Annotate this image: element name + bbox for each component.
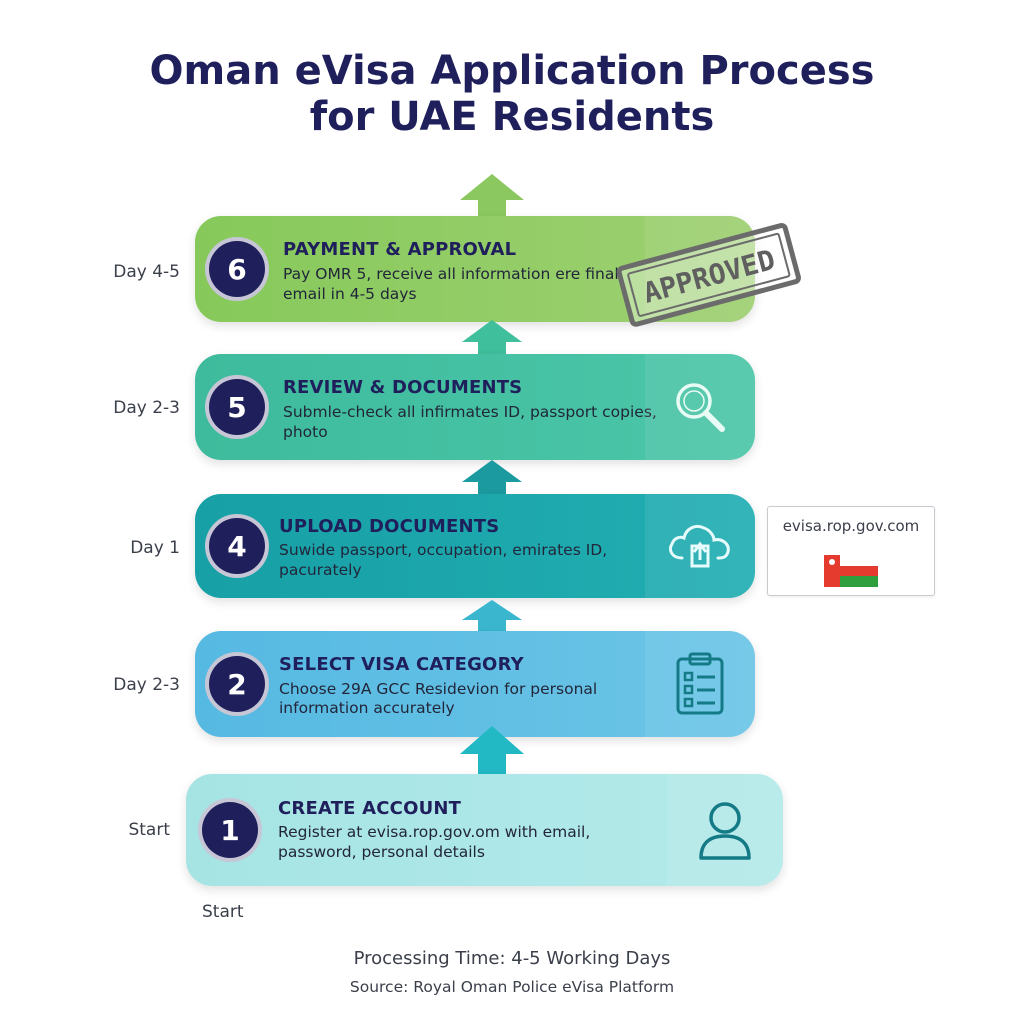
arrow-up-icon	[462, 320, 522, 358]
step-1-card: 1 CREATE ACCOUNT Register at evisa.rop.g…	[186, 774, 783, 886]
processing-time: Processing Time: 4-5 Working Days	[353, 948, 671, 969]
cloud-upload-icon	[668, 524, 730, 568]
step-2-number: 2	[205, 652, 269, 716]
clipboard-icon	[676, 652, 724, 715]
step-6-icon-box	[645, 216, 755, 322]
step-4-icon-box	[645, 494, 755, 598]
arrow-up-icon	[462, 460, 522, 498]
step-4-desc-2: pacurately	[279, 561, 362, 579]
arrow-up-icon	[460, 174, 524, 218]
step-2-title: SELECT VISA CATEGORY	[279, 654, 524, 675]
step-1-desc-1: Register at evisa.rop.gov.om with email,	[278, 823, 591, 841]
step-1-number: 1	[198, 798, 262, 862]
source-note: Source: Royal Oman Police eVisa Platform	[349, 978, 675, 996]
step-5-icon-box	[645, 354, 755, 460]
step-1-title: CREATE ACCOUNT	[278, 798, 462, 819]
step-6-number: 6	[205, 237, 269, 301]
step-6-desc-1: Pay OMR 5, receive all information ere f…	[283, 265, 619, 283]
arrow-up-icon	[462, 600, 522, 634]
step-2-card: 2 SELECT VISA CATEGORY Choose 29A GCC Re…	[195, 631, 755, 737]
title-line-2: for UAE Residents	[309, 94, 715, 140]
arrow-up-icon	[460, 726, 524, 776]
oman-flag-icon	[824, 555, 878, 587]
step-6-card: 6 PAYMENT & APPROVAL Pay OMR 5, receive …	[195, 216, 755, 322]
step-2-day: Day 2-3	[113, 675, 180, 695]
step-5-desc-2: photo	[283, 423, 328, 441]
step-4-desc-1: Suwide passport, occupation, emirates ID…	[279, 541, 608, 559]
start-label: Start	[202, 902, 244, 922]
step-1-day: Start	[128, 820, 170, 840]
step-2-desc-2: information accurately	[279, 699, 455, 717]
user-icon	[699, 802, 751, 860]
step-5-card: 5 REVIEW & DOCUMENTS Submle-check all in…	[195, 354, 755, 460]
step-1-desc-2: password, personal details	[278, 843, 485, 861]
step-2-desc-1: Choose 29A GCC Residevion for personal	[279, 680, 598, 698]
approved-stamp-icon: APPROVED	[616, 223, 801, 327]
step-4-card: 4 UPLOAD DOCUMENTS Suwide passport, occu…	[195, 494, 755, 598]
step-5-title: REVIEW & DOCUMENTS	[283, 377, 523, 398]
step-6-desc-2: email in 4-5 days	[283, 285, 417, 303]
step-4-day: Day 1	[130, 538, 180, 558]
step-4-title: UPLOAD DOCUMENTS	[279, 516, 500, 537]
url-text: evisa.rop.gov.com	[782, 517, 920, 535]
url-card: evisa.rop.gov.com	[767, 506, 935, 596]
page-title: Oman eVisa Application Process for UAE R…	[0, 48, 1024, 140]
step-5-day: Day 2-3	[113, 398, 180, 418]
magnifier-icon	[676, 383, 725, 432]
step-5-desc-1: Submle-check all infirmates ID, passport…	[283, 403, 657, 421]
step-4-number: 4	[205, 514, 269, 578]
step-2-icon-box	[645, 631, 755, 737]
step-1-icon-box	[667, 774, 783, 886]
title-line-1: Oman eVisa Application Process	[149, 48, 875, 94]
step-5-number: 5	[205, 375, 269, 439]
step-6-day: Day 4-5	[113, 262, 180, 282]
step-6-title: PAYMENT & APPROVAL	[283, 239, 517, 260]
